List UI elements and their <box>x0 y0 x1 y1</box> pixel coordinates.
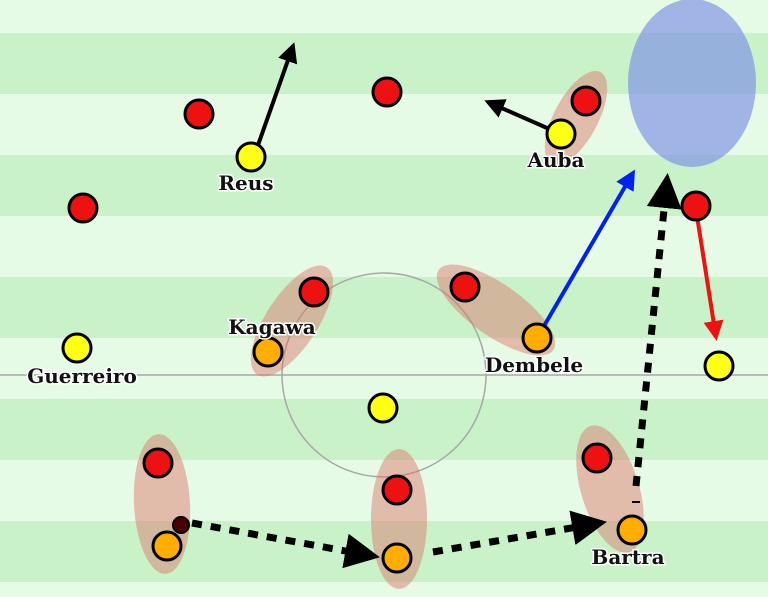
opponent-player <box>142 447 174 479</box>
player-centre <box>367 392 399 424</box>
label-bartra: Bartra <box>591 545 664 569</box>
opponent-player <box>381 474 413 506</box>
pass-centre-back-to-bartra <box>432 510 607 556</box>
reus-run-arrow <box>255 42 298 149</box>
centre-circle <box>281 272 487 478</box>
player-auba <box>545 118 577 150</box>
opponent-player <box>680 190 712 222</box>
player-kagawa <box>252 336 284 368</box>
pass-guerreiro-to-centre-back <box>191 519 380 569</box>
player-bartra <box>616 514 648 546</box>
opponent-player <box>183 98 215 130</box>
opponent-player <box>581 442 613 474</box>
team-players-yellow <box>61 118 735 424</box>
player-dembele <box>521 322 553 354</box>
player-reus <box>235 141 267 173</box>
label-reus: Reus <box>218 171 273 195</box>
pitch-stripe <box>0 277 768 338</box>
label-dembele: Dembele <box>485 353 583 377</box>
player-centre-back <box>381 542 413 574</box>
dembele-run-arrow <box>542 169 636 328</box>
label-auba: Auba <box>526 148 584 172</box>
pitch-stripe <box>0 155 768 216</box>
passing-chain <box>191 173 682 569</box>
ball <box>172 516 190 534</box>
team-players-orange <box>151 322 648 574</box>
label-kagawa: Kagawa <box>228 315 316 339</box>
opponent-shift-arrow <box>695 215 724 341</box>
auba-run-arrow <box>484 99 548 130</box>
opponent-player <box>570 85 602 117</box>
player-right-wing <box>703 350 735 382</box>
opponent-player <box>67 192 99 224</box>
player-left-back <box>151 530 183 562</box>
pass-bartra-long-ball <box>632 173 682 487</box>
opponent-player <box>371 76 403 108</box>
opponent-player <box>449 271 481 303</box>
player-guerreiro <box>61 332 93 364</box>
open-space-zone <box>628 0 756 167</box>
opponent-player <box>298 276 330 308</box>
label-guerreiro: Guerreiro <box>27 364 137 388</box>
opponent-players <box>67 76 712 506</box>
